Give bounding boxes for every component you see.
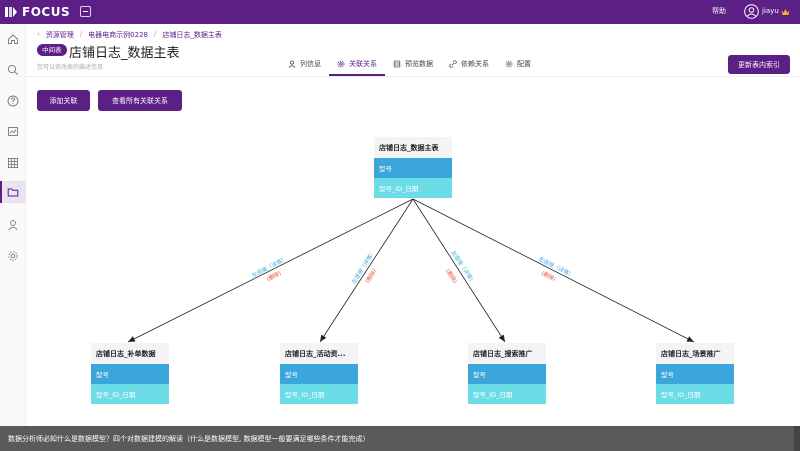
sidebar xyxy=(0,24,26,426)
breadcrumb-item[interactable]: 电器电商示例0228 xyxy=(88,31,148,39)
database-icon xyxy=(393,60,401,68)
chart-board-icon xyxy=(8,127,18,136)
table-node[interactable]: 店铺日志_搜索推广 型号 型号_ID_日期 xyxy=(468,343,546,404)
page-description[interactable]: 您可以修改表的描述信息 xyxy=(37,64,104,71)
breadcrumb-item[interactable]: 资源管理 xyxy=(45,31,74,39)
link-icon xyxy=(449,60,457,68)
search-icon xyxy=(7,64,19,76)
focus-logo[interactable]: FOCUS xyxy=(4,4,70,20)
top-bar: FOCUS 帮助 jiayu xyxy=(0,0,800,24)
gear-icon xyxy=(337,60,345,68)
sidebar-item-dashboard[interactable] xyxy=(0,121,26,143)
help-link[interactable]: 帮助 xyxy=(712,7,726,15)
logo-text: FOCUS xyxy=(22,5,71,19)
sidebar-item-help[interactable] xyxy=(0,90,26,112)
collapse-menu-icon[interactable] xyxy=(80,6,91,17)
person-icon xyxy=(288,60,296,68)
table-node-field: 型号_ID_日期 xyxy=(91,384,169,404)
table-node-title: 店铺日志_活动资... xyxy=(280,343,358,364)
tab-label: 列信息 xyxy=(300,60,321,68)
tab-label: 预览数据 xyxy=(405,60,433,68)
user-name[interactable]: jiayu xyxy=(762,7,779,15)
tab-label: 配置 xyxy=(517,60,531,68)
tab-label: 依赖关系 xyxy=(461,60,489,68)
table-node-root[interactable]: 店铺日志_数据主表 型号 型号_ID_日期 xyxy=(374,137,452,198)
add-relation-button[interactable]: 添加关联 xyxy=(37,90,90,111)
table-node[interactable]: 店铺日志_场景推广 型号 型号_ID_日期 xyxy=(656,343,734,404)
sidebar-item-resources[interactable] xyxy=(0,181,26,203)
sidebar-item-search[interactable] xyxy=(0,59,26,81)
table-node-field: 型号_ID_日期 xyxy=(374,178,452,198)
folder-icon xyxy=(7,188,19,197)
breadcrumb-item-current: 店铺日志_数据主表 xyxy=(162,31,222,39)
settings-icon xyxy=(505,60,513,68)
caption-text: 数据分析师必知什么是数据模型？四个对数据建模的解读（什么是数据模型, 数据模型一… xyxy=(8,434,370,443)
tab-divider xyxy=(26,76,800,77)
tab-dependencies[interactable]: 依赖关系 xyxy=(441,52,497,76)
focus-logo-icon xyxy=(5,7,17,17)
table-type-tag: 中间表 xyxy=(37,44,67,56)
home-icon xyxy=(8,34,18,44)
tab-bar: 列信息 关联关系 预览数据 依赖关系 配置 xyxy=(280,52,539,76)
sidebar-item-home[interactable] xyxy=(0,28,26,50)
relation-edge[interactable] xyxy=(319,198,414,343)
table-node-field: 型号 xyxy=(280,364,358,384)
table-node-field: 型号_ID_日期 xyxy=(280,384,358,404)
user-icon xyxy=(8,220,18,231)
breadcrumb-separator: ‹ xyxy=(37,30,40,38)
table-node-field: 型号 xyxy=(656,364,734,384)
question-icon xyxy=(7,95,19,107)
caption-bar-edge xyxy=(794,426,800,451)
tab-label: 关联关系 xyxy=(349,60,377,68)
delete-relation-link[interactable]: (删除) xyxy=(444,268,458,285)
update-index-button[interactable]: 更新表内索引 xyxy=(728,55,790,74)
gear-icon xyxy=(8,251,18,261)
table-node-field: 型号 xyxy=(91,364,169,384)
breadcrumb-separator: / xyxy=(154,30,157,38)
crown-icon xyxy=(781,9,790,15)
table-node-title: 店铺日志_搜索推广 xyxy=(468,343,546,364)
relation-edge[interactable] xyxy=(412,198,506,343)
table-node-title: 店铺日志_补单数据 xyxy=(91,343,169,364)
table-node-field: 型号_ID_日期 xyxy=(468,384,546,404)
table-icon xyxy=(8,158,18,168)
breadcrumb-separator: / xyxy=(79,30,83,38)
table-node-field: 型号 xyxy=(374,158,452,178)
tab-config[interactable]: 配置 xyxy=(497,52,539,76)
tab-preview-data[interactable]: 预览数据 xyxy=(385,52,441,76)
sidebar-item-users[interactable] xyxy=(0,214,26,236)
table-node-field: 型号 xyxy=(468,364,546,384)
table-node[interactable]: 店铺日志_补单数据 型号 型号_ID_日期 xyxy=(91,343,169,404)
table-node-title: 店铺日志_场景推广 xyxy=(656,343,734,364)
tab-relations[interactable]: 关联关系 xyxy=(329,52,385,76)
sidebar-item-settings[interactable] xyxy=(0,245,26,267)
caption-bar: 数据分析师必知什么是数据模型？四个对数据建模的解读（什么是数据模型, 数据模型一… xyxy=(0,426,800,451)
breadcrumb: ‹ 资源管理 / 电器电商示例0228 / 店铺日志_数据主表 xyxy=(37,30,222,40)
view-all-relations-button[interactable]: 查看所有关联关系 xyxy=(98,90,182,111)
page-title: 店铺日志_数据主表 xyxy=(69,46,180,61)
tab-columns[interactable]: 列信息 xyxy=(280,52,329,76)
table-node-title: 店铺日志_数据主表 xyxy=(374,137,452,158)
sidebar-item-table[interactable] xyxy=(0,152,26,174)
table-node[interactable]: 店铺日志_活动资... 型号 型号_ID_日期 xyxy=(280,343,358,404)
table-node-field: 型号_ID_日期 xyxy=(656,384,734,404)
user-avatar-icon[interactable] xyxy=(744,4,759,19)
